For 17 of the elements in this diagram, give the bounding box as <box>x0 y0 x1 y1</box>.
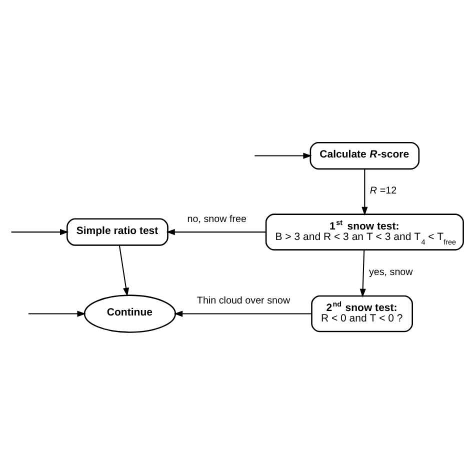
node-box: Simple ratio test <box>66 218 168 246</box>
arrow <box>11 228 69 235</box>
arrow <box>254 152 312 158</box>
node-box: Calculate R-score <box>310 141 420 170</box>
node-box: 1$^{st}$ snow test: B > 3 and R < 3 an T < 3 and T$_{4}$ < T$_{free}$ <box>265 213 464 250</box>
edge-label: no, snow free <box>187 213 247 224</box>
node-box: 2$^{nd}$ snow test: R < 0 and T < 0 ? <box>311 294 413 332</box>
edge-label: Thin cloud over snow <box>196 295 290 306</box>
arrow <box>118 244 130 296</box>
arrow <box>28 310 86 316</box>
arrow <box>166 228 266 235</box>
edge-label: R =12 <box>370 185 397 196</box>
arrow <box>360 249 366 297</box>
node-ellipse: Continue <box>84 294 176 332</box>
arrow <box>362 168 368 216</box>
arrow <box>174 310 312 316</box>
edge-label: yes, snow <box>368 266 413 278</box>
